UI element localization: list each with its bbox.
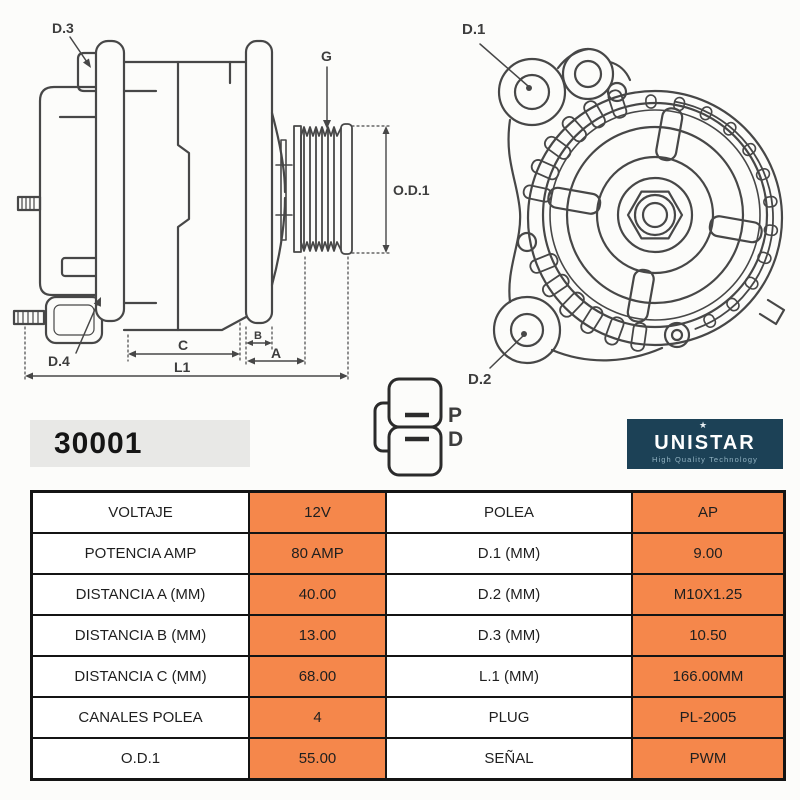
mounting-holes — [509, 59, 691, 349]
spec-value-cell: 12V — [248, 490, 387, 534]
fan-spokes — [547, 107, 763, 323]
spec-label-cell: CANALES POLEA — [30, 696, 250, 739]
vent-slots-upper — [522, 89, 628, 203]
unistar-logo: ★ UNISTAR High Quality Technology — [627, 419, 783, 469]
spec-label-cell: O.D.1 — [30, 737, 250, 781]
label-c: C — [178, 337, 188, 353]
label-d1: D.1 — [462, 21, 485, 38]
rear-housing — [38, 85, 104, 297]
spec-row: CANALES POLEA 4 PLUG PL-2005 — [30, 696, 786, 739]
plug-diagram: P D — [373, 377, 463, 477]
spec-value-cell: 40.00 — [248, 573, 387, 616]
spec-row: DISTANCIA B (MM) 13.00 D.3 (MM) 10.50 — [30, 614, 786, 657]
spec-value-cell: 4 — [248, 696, 387, 739]
spec-label-cell: POLEA — [385, 490, 633, 534]
label-g: G — [321, 48, 332, 64]
leader-lines — [479, 43, 529, 369]
leader-dot-d2 — [521, 331, 527, 337]
dimension-lines — [24, 125, 391, 382]
alternator-body — [122, 60, 248, 332]
spec-value-cell: AP — [631, 490, 786, 534]
mount-bracket — [94, 39, 126, 323]
spec-value-cell: 68.00 — [248, 655, 387, 698]
arrowheads — [25, 58, 390, 380]
rim-scallops — [645, 94, 779, 328]
vent-slots-lower — [529, 253, 648, 352]
spec-value-cell: 9.00 — [631, 532, 786, 575]
nose-cone — [270, 111, 293, 287]
label-od1: O.D.1 — [393, 182, 430, 198]
spec-value-cell: M10X1.25 — [631, 573, 786, 616]
logo-tagline-text: High Quality Technology — [651, 454, 759, 464]
stud-top — [16, 195, 42, 212]
label-a: A — [271, 345, 281, 361]
label-d3: D.3 — [52, 20, 74, 36]
rear-ear — [76, 51, 98, 93]
spec-value-cell: 80 AMP — [248, 532, 387, 575]
spec-label-cell: PLUG — [385, 696, 633, 739]
pin-label-d: D — [448, 428, 463, 451]
plug-cavity-top — [387, 377, 443, 429]
spec-value-cell: 10.50 — [631, 614, 786, 657]
spec-label-cell: DISTANCIA C (MM) — [30, 655, 250, 698]
spec-row: VOLTAJE 12V POLEA AP — [30, 490, 786, 534]
pin-label-p: P — [448, 404, 462, 427]
spec-row: DISTANCIA A (MM) 40.00 D.2 (MM) M10X1.25 — [30, 573, 786, 616]
logo-brand-text: UNISTAR — [654, 431, 756, 454]
spec-label-cell: L.1 (MM) — [385, 655, 633, 698]
spec-row: POTENCIA AMP 80 AMP D.1 (MM) 9.00 — [30, 532, 786, 575]
spec-label-cell: VOLTAJE — [30, 490, 250, 534]
spec-label-cell: D.3 (MM) — [385, 614, 633, 657]
part-number-box: 30001 — [30, 420, 250, 467]
leader-lines — [69, 36, 328, 354]
spec-value-cell: 166.00MM — [631, 655, 786, 698]
label-d2: D.2 — [468, 371, 491, 388]
spec-label-cell: D.2 (MM) — [385, 573, 633, 616]
spec-row: O.D.1 55.00 SEÑAL PWM — [30, 737, 786, 781]
spec-label-cell: DISTANCIA B (MM) — [30, 614, 250, 657]
spec-label-cell: POTENCIA AMP — [30, 532, 250, 575]
leader-dot-d1 — [526, 85, 532, 91]
side-view-drawing: D.3 D.4 G O.D.1 C B A L1 — [12, 20, 430, 382]
label-d4: D.4 — [48, 353, 70, 369]
part-number: 30001 — [54, 427, 143, 460]
front-view-drawing: D.1 D.2 — [462, 21, 786, 388]
spec-value-cell: PWM — [631, 737, 786, 781]
housing-outline — [492, 47, 786, 365]
spec-value-cell: 55.00 — [248, 737, 387, 781]
pulley — [293, 123, 353, 255]
spec-label-cell: D.1 (MM) — [385, 532, 633, 575]
spec-value-cell: 13.00 — [248, 614, 387, 657]
inner-rim — [674, 100, 774, 330]
front-flange — [244, 39, 274, 325]
rotor-rings — [541, 101, 769, 329]
label-l1: L1 — [174, 359, 191, 375]
spec-value-cell: PL-2005 — [631, 696, 786, 739]
shaft-nut — [626, 190, 684, 240]
star-icon: ★ — [699, 420, 708, 430]
terminal-boot — [12, 295, 104, 345]
plug-cavity-bottom — [387, 425, 443, 477]
label-b: B — [254, 330, 262, 342]
spec-table: VOLTAJE 12V POLEA AP POTENCIA AMP 80 AMP… — [30, 490, 786, 781]
spec-label-cell: DISTANCIA A (MM) — [30, 573, 250, 616]
spec-label-cell: SEÑAL — [385, 737, 633, 781]
spec-row: DISTANCIA C (MM) 68.00 L.1 (MM) 166.00MM — [30, 655, 786, 698]
